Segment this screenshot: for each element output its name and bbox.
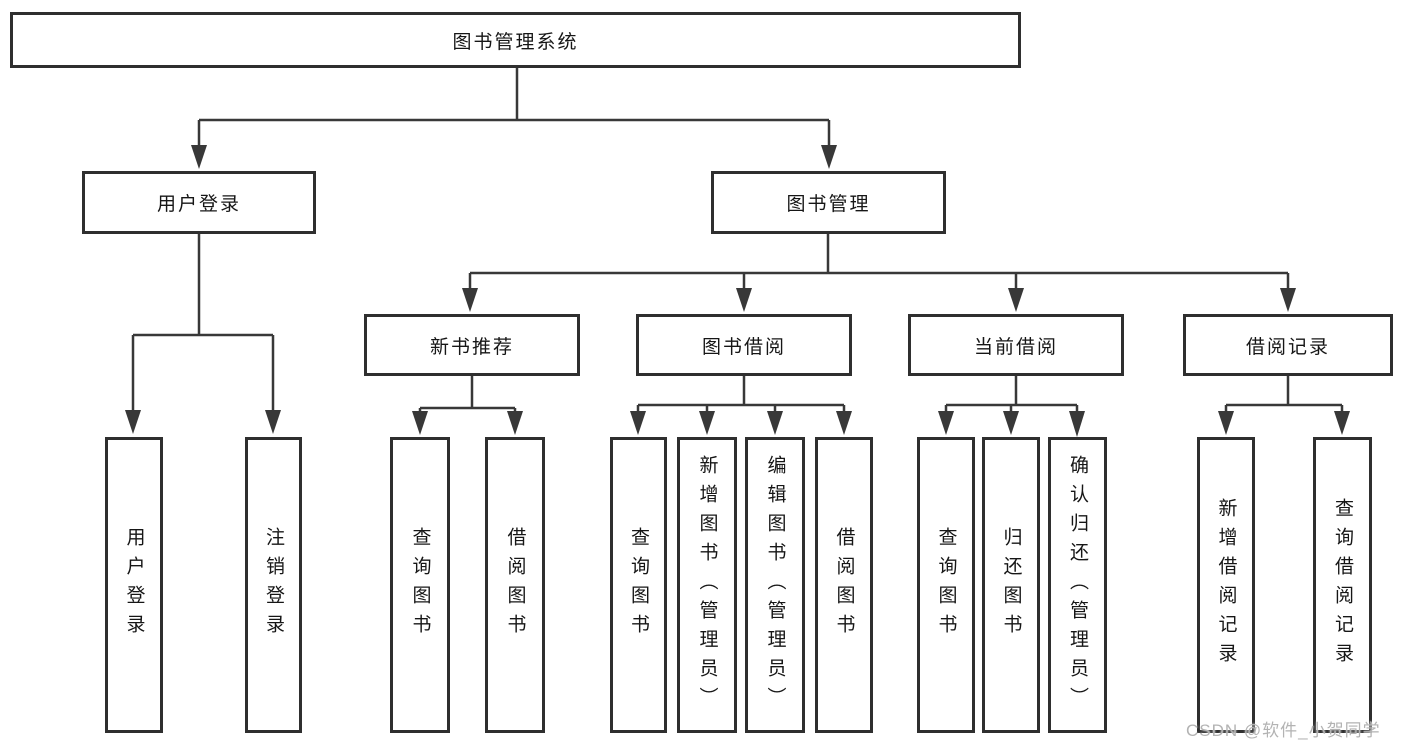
node-label: 用户登录 — [123, 527, 145, 643]
node-label: 借阅图书 — [504, 527, 526, 643]
node-label: 新增借阅记录 — [1215, 498, 1237, 672]
node-label: 查询图书 — [935, 527, 957, 643]
arrowhead-icon — [1069, 411, 1085, 437]
node-label: 查询图书 — [628, 527, 649, 643]
leaf-user-login: 用户登录 — [105, 437, 163, 733]
leaf-borrow-books-2: 借阅图书 — [815, 437, 873, 733]
arrowhead-icon — [125, 410, 141, 434]
node-label: 用户登录 — [156, 194, 241, 215]
arrowhead-icon — [1218, 411, 1234, 435]
node-label: 当前借阅 — [973, 336, 1058, 358]
arrowhead-icon — [462, 288, 478, 312]
arrowhead-icon — [699, 411, 715, 435]
arrowhead-icon — [507, 411, 523, 435]
arrowhead-icon — [1280, 288, 1296, 312]
node-label: 图书管理系统 — [452, 31, 579, 53]
connector-user-login-children — [125, 234, 281, 434]
node-label: 新增图书（管理员） — [696, 454, 718, 716]
node-root: 图书管理系统 — [10, 12, 1021, 68]
connector-borrow-records-children — [1218, 376, 1350, 435]
arrowhead-icon — [630, 411, 646, 435]
node-label: 注销登录 — [263, 527, 284, 643]
node-label: 查询借阅记录 — [1332, 498, 1353, 672]
leaf-edit-book-admin: 编辑图书（管理员） — [745, 437, 805, 733]
csdn-watermark: CSDN @软件_小贺同学 — [1186, 721, 1381, 740]
leaf-return-book: 归还图书 — [982, 437, 1040, 733]
leaf-query-books-current: 查询图书 — [917, 437, 975, 733]
connector-book-borrow-children — [630, 376, 852, 435]
leaf-logout: 注销登录 — [245, 437, 302, 733]
connector-root-to-level2 — [191, 68, 837, 169]
node-book-borrow: 图书借阅 — [636, 314, 852, 376]
arrowhead-icon — [767, 411, 783, 435]
node-label: 借阅图书 — [833, 527, 855, 643]
leaf-query-borrow-record: 查询借阅记录 — [1313, 437, 1372, 733]
node-current-borrow: 当前借阅 — [908, 314, 1124, 376]
arrowhead-icon — [836, 411, 852, 435]
arrowhead-icon — [821, 145, 837, 169]
node-label: 归还图书 — [1000, 527, 1022, 643]
arrowhead-icon — [412, 411, 428, 435]
leaf-borrow-books-recommend: 借阅图书 — [485, 437, 545, 733]
leaf-confirm-return-admin: 确认归还（管理员） — [1048, 437, 1107, 733]
arrowhead-icon — [191, 145, 207, 169]
leaf-query-books-recommend: 查询图书 — [390, 437, 450, 733]
node-label: 查询图书 — [409, 527, 431, 643]
leaf-add-borrow-record: 新增借阅记录 — [1197, 437, 1255, 733]
arrowhead-icon — [1334, 411, 1350, 435]
node-label: 编辑图书（管理员） — [764, 454, 786, 716]
node-label: 图书借阅 — [701, 336, 786, 358]
node-label: 借阅记录 — [1245, 336, 1330, 358]
node-user-login: 用户登录 — [82, 171, 316, 234]
arrowhead-icon — [938, 411, 954, 435]
connector-current-borrow-children — [938, 376, 1085, 437]
node-label: 图书管理 — [786, 194, 871, 215]
connector-book-management-children — [462, 234, 1296, 312]
arrowhead-icon — [1003, 411, 1019, 435]
arrowhead-icon — [265, 410, 281, 434]
leaf-add-book-admin: 新增图书（管理员） — [677, 437, 737, 733]
arrowhead-icon — [1008, 288, 1024, 312]
connector-new-book-recommend-children — [412, 376, 523, 435]
arrowhead-icon — [736, 288, 752, 312]
node-borrow-records: 借阅记录 — [1183, 314, 1393, 376]
leaf-query-books-borrow: 查询图书 — [610, 437, 667, 733]
node-label: 确认归还（管理员） — [1067, 454, 1088, 716]
node-label: 新书推荐 — [429, 336, 514, 358]
node-new-book-recommend: 新书推荐 — [364, 314, 580, 376]
node-book-management: 图书管理 — [711, 171, 946, 234]
